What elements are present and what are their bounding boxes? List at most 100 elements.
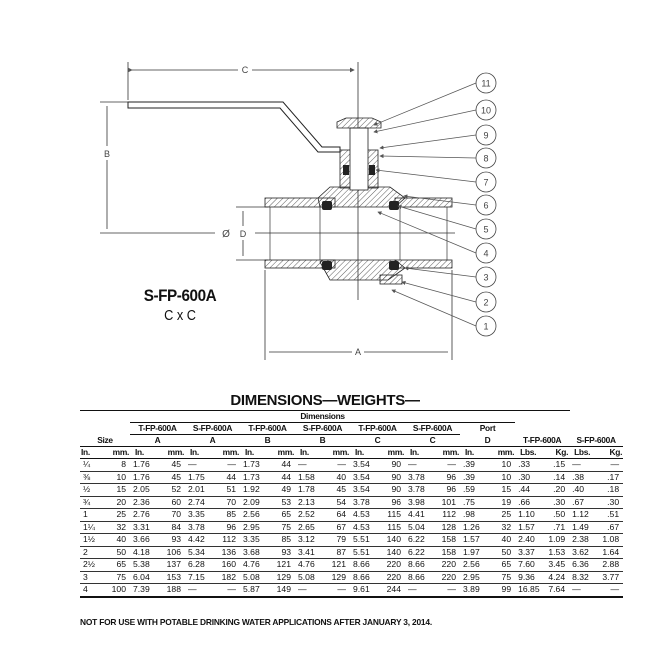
table-cell: 2.74 — [185, 496, 213, 509]
table-cell: .30 — [542, 496, 570, 509]
table-cell: 158 — [432, 546, 460, 559]
group-model-header: S-FP-600A — [295, 422, 350, 435]
table-cell: — — [185, 458, 213, 472]
table-cell: 1.53 — [542, 546, 570, 559]
table-cell: 96 — [377, 496, 405, 509]
table-cell: — — [569, 583, 597, 598]
table-cell: 2.88 — [596, 558, 624, 572]
table-cell: 40 — [106, 533, 130, 547]
table-cell: 3.78 — [405, 483, 433, 497]
table-cell: 1.64 — [596, 546, 624, 559]
table-cell: 65 — [106, 558, 130, 572]
unit-in: In. — [405, 446, 433, 459]
table-cell: 140 — [377, 546, 405, 559]
table-cell: 90 — [377, 471, 405, 484]
unit-in: In. — [350, 446, 378, 459]
table-cell: 1.76 — [130, 471, 158, 484]
unit-kg: Kg. — [596, 446, 624, 459]
callout-number: 7 — [483, 178, 488, 188]
table-cell: 220 — [432, 571, 460, 584]
table-cell: 90 — [377, 483, 405, 497]
callout-circle — [475, 242, 497, 264]
table-cell: 3.77 — [596, 571, 624, 584]
table-cell: 5.34 — [185, 546, 213, 559]
group-dimension-header: C — [405, 434, 460, 447]
table-cell: 9.36 — [515, 571, 543, 584]
table-cell: 99 — [487, 583, 516, 598]
table-cell: .50 — [542, 508, 570, 522]
table-cell: 1.57 — [515, 521, 543, 534]
table-cell: 7.60 — [515, 558, 543, 572]
table-cell: 1.09 — [542, 533, 570, 547]
table-cell: 7.39 — [130, 583, 158, 598]
callout-leader-line — [373, 82, 477, 126]
table-cell: 4.24 — [542, 571, 570, 584]
table-cell: 8.66 — [405, 571, 433, 584]
table-cell: 8.32 — [569, 571, 597, 584]
table-cell: 4.53 — [350, 508, 378, 522]
table-cell: — — [212, 583, 240, 598]
table-cell: 1.10 — [515, 508, 543, 522]
table-cell: 6.22 — [405, 546, 433, 559]
table-cell: .67 — [596, 521, 624, 534]
table-cell: 100 — [106, 583, 130, 598]
table-cell: 7.15 — [185, 571, 213, 584]
table-cell: 4.76 — [240, 558, 268, 572]
dimensions-header: Dimensions — [130, 411, 516, 423]
table-cell: .98 — [460, 508, 488, 522]
table-cell: 75 — [267, 521, 295, 534]
table-cell: 8.66 — [350, 571, 378, 584]
unit-kg: Kg. — [542, 446, 570, 459]
table-cell: .59 — [460, 483, 488, 497]
unit-in: In. — [80, 446, 106, 459]
table-cell: .20 — [542, 483, 570, 497]
table-cell: 32 — [106, 521, 130, 534]
unit-mm: mm. — [212, 446, 240, 459]
callout-leader-line — [377, 211, 477, 254]
table-cell: 5.87 — [240, 583, 268, 598]
table-cell: 1.75 — [185, 471, 213, 484]
group-dimension-header: C — [350, 434, 405, 447]
table-cell: 3.54 — [350, 471, 378, 484]
callout-leader-line — [373, 109, 477, 134]
table-cell: 1.57 — [460, 533, 488, 547]
table-cell: 153 — [157, 571, 185, 584]
dimension-label-b: B — [104, 149, 110, 159]
group-dimension-header: B — [240, 434, 295, 447]
callout-circle — [475, 147, 497, 169]
callout-circle — [475, 124, 497, 146]
table-cell: 182 — [212, 571, 240, 584]
group-model-header: T-FP-600A — [350, 422, 405, 435]
table-cell: 1.12 — [569, 508, 597, 522]
table-cell: 1.08 — [596, 533, 624, 547]
table-cell: 15 — [106, 483, 130, 497]
table-cell: 85 — [212, 508, 240, 522]
table-cell: 85 — [267, 533, 295, 547]
table-cell: 3.78 — [350, 496, 378, 509]
table-cell: .71 — [542, 521, 570, 534]
table-cell: 8.66 — [405, 558, 433, 572]
table-cell: .14 — [542, 471, 570, 484]
table-cell: 2.76 — [130, 508, 158, 522]
table-cell: .44 — [515, 483, 543, 497]
table-cell: 6.22 — [405, 533, 433, 547]
table-cell: 3.98 — [405, 496, 433, 509]
table-cell: 6.04 — [130, 571, 158, 584]
dimension-label-a: A — [355, 347, 361, 357]
table-title: DIMENSIONS—WEIGHTS— — [230, 392, 420, 409]
group-dimension-header: B — [295, 434, 350, 447]
table-cell: 2.36 — [130, 496, 158, 509]
weight-model-header: T-FP-600A — [515, 434, 570, 447]
table-cell: — — [295, 458, 323, 472]
table-cell: 101 — [432, 496, 460, 509]
table-cell: .39 — [460, 458, 488, 472]
table-cell: 1.76 — [130, 458, 158, 472]
callout-leader-line — [375, 168, 477, 183]
unit-mm: mm. — [377, 446, 405, 459]
